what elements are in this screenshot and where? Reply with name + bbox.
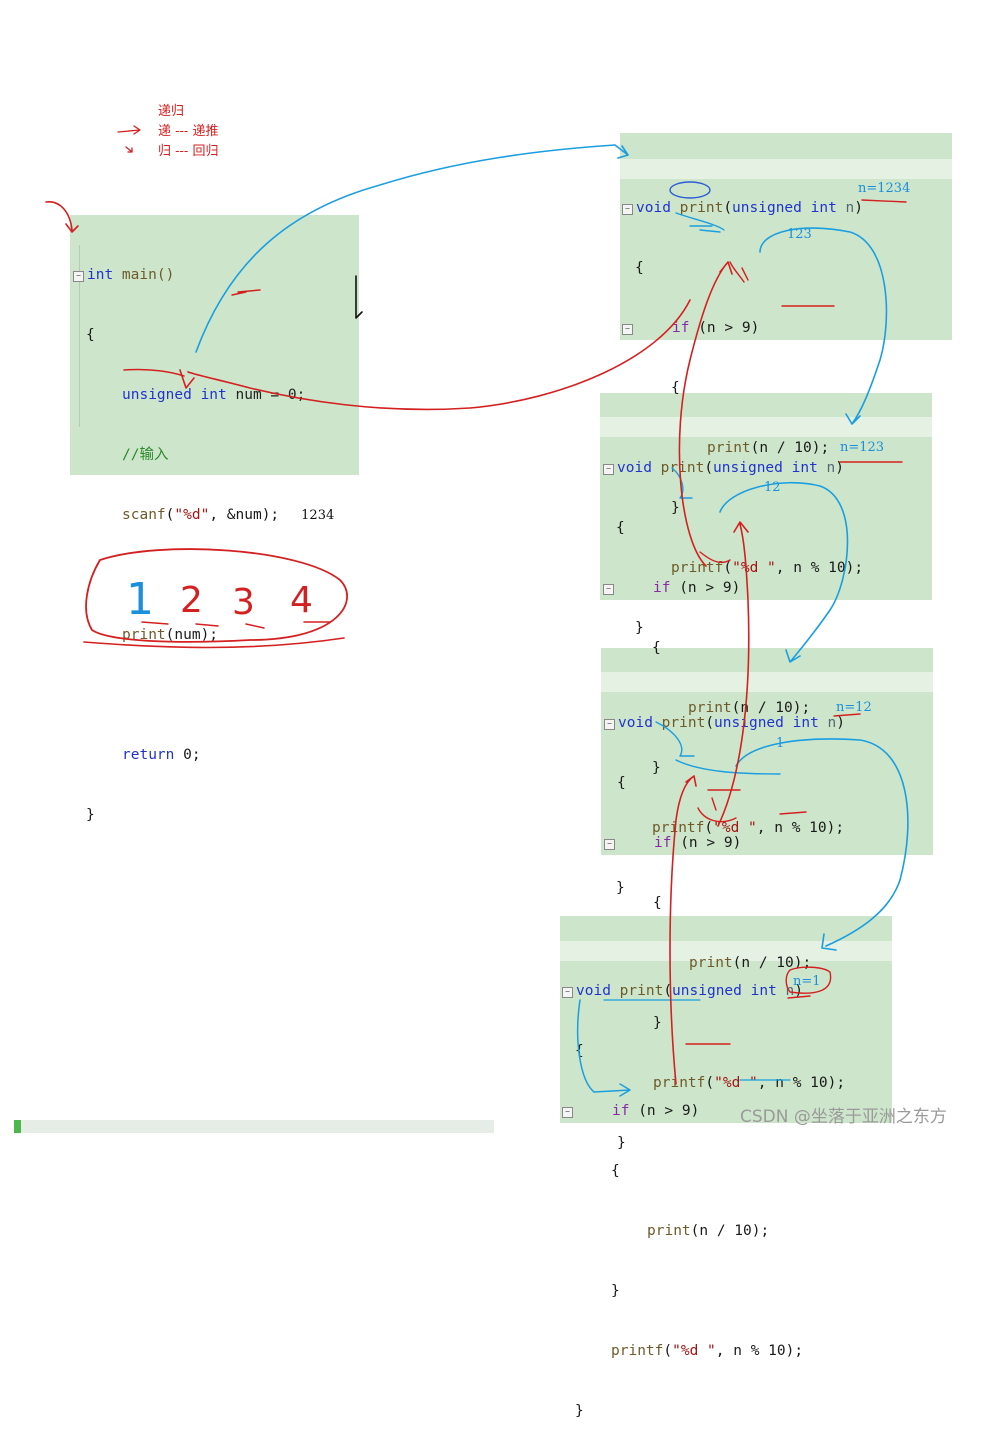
legend: 递归 递 --- 递推 归 --- 回归 <box>158 102 218 162</box>
output-digit-4: 4 <box>290 580 313 621</box>
print-code-4: −void print(unsigned int n) { −if (n > 9… <box>562 941 803 1441</box>
legend-title: 递归 <box>158 104 185 119</box>
fold-icon[interactable]: − <box>622 204 633 215</box>
fold-icon[interactable]: − <box>604 839 615 850</box>
annotation-12: 12 <box>764 480 781 495</box>
fold-icon[interactable]: − <box>562 1107 573 1118</box>
output-digit-2: 2 <box>180 580 203 621</box>
legend-return-arrow <box>125 146 133 153</box>
fold-icon[interactable]: − <box>562 987 573 998</box>
fold-icon[interactable]: − <box>73 271 84 282</box>
legend-line-return: 归 --- 回归 <box>158 144 219 159</box>
annotation-n-12: n=12 <box>836 700 872 715</box>
watermark: CSDN @坐落于亚洲之东方 <box>740 1107 947 1127</box>
annotation-n-1234: n=1234 <box>858 181 911 196</box>
bottom-strip-accent <box>14 1120 21 1133</box>
output-digit-1: 1 <box>126 574 154 625</box>
legend-line-recurse: 递 --- 递推 <box>158 124 219 139</box>
fold-icon[interactable]: − <box>603 584 614 595</box>
bottom-strip <box>14 1120 494 1133</box>
annotation-1: 1 <box>776 736 785 751</box>
annotation-n-1: n=1 <box>793 974 821 989</box>
fold-icon[interactable]: − <box>622 324 633 335</box>
input-value: 1234 <box>301 508 335 523</box>
fold-icon[interactable]: − <box>604 719 615 730</box>
main-code: −int main() { unsigned int num = 0; //输入… <box>73 225 334 845</box>
annotation-n-123: n=123 <box>840 440 885 455</box>
fold-icon[interactable]: − <box>603 464 614 475</box>
legend-recurse-arrow <box>117 125 141 135</box>
output-digit-3: 3 <box>232 582 255 623</box>
annotation-123: 123 <box>787 227 812 242</box>
